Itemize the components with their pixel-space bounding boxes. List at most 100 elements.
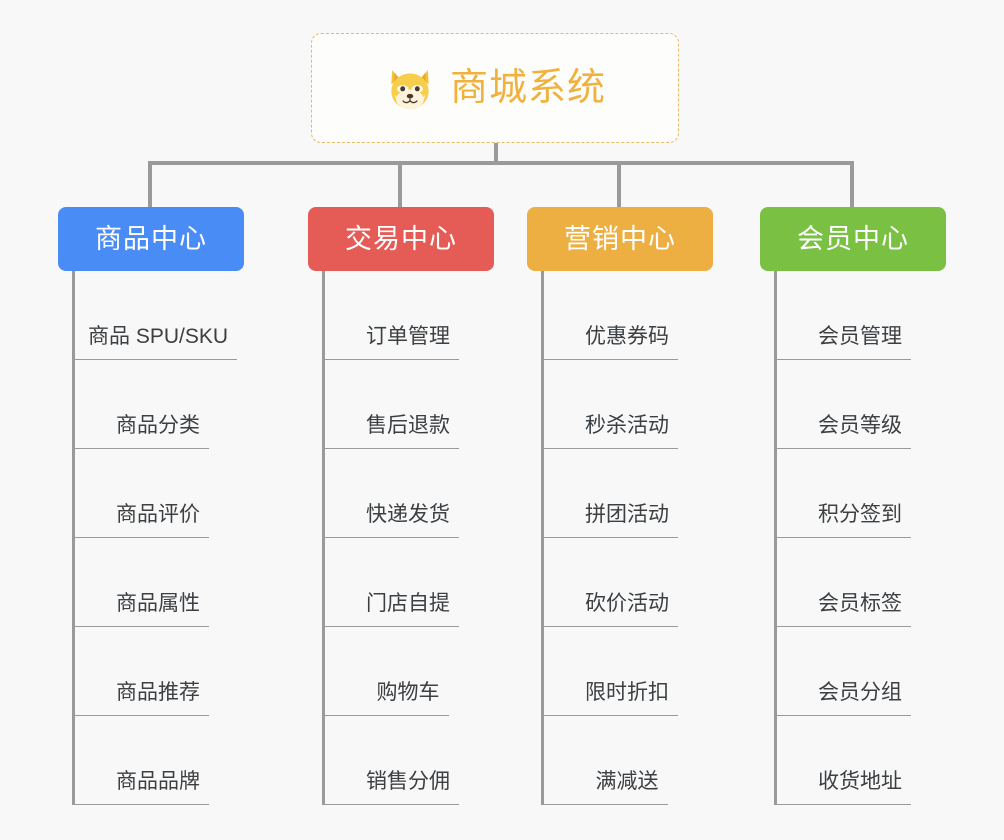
branch-column-3: 营销中心 优惠券码 秒杀活动 拼团活动 砍价活动 限时折扣 满减送 bbox=[527, 207, 713, 805]
leaf-underline bbox=[322, 537, 459, 538]
leaf-list-1: 商品 SPU/SKU 商品分类 商品评价 商品属性 商品推荐 商品品牌 bbox=[58, 271, 244, 805]
leaf-label: 商品品牌 bbox=[116, 770, 200, 793]
root-title: 商城系统 bbox=[449, 67, 606, 109]
list-item[interactable]: 满减送 bbox=[527, 716, 713, 805]
list-item[interactable]: 限时折扣 bbox=[527, 627, 713, 716]
leaf-underline bbox=[774, 537, 911, 538]
leaf-label: 会员标签 bbox=[818, 592, 902, 615]
leaf-label: 门店自提 bbox=[366, 592, 450, 615]
connector-horizontal-bar bbox=[148, 161, 854, 165]
leaf-label: 拼团活动 bbox=[585, 503, 669, 526]
leaf-underline bbox=[72, 537, 209, 538]
leaf-label: 售后退款 bbox=[366, 414, 450, 437]
leaf-label: 商品分类 bbox=[116, 414, 200, 437]
list-item[interactable]: 门店自提 bbox=[308, 538, 494, 627]
connector-drop-3 bbox=[617, 161, 621, 207]
list-item[interactable]: 商品属性 bbox=[58, 538, 244, 627]
list-item[interactable]: 商品 SPU/SKU bbox=[58, 271, 244, 360]
leaf-label: 商品评价 bbox=[116, 503, 200, 526]
connector-drop-1 bbox=[148, 161, 152, 207]
leaf-label: 商品推荐 bbox=[116, 681, 200, 704]
leaf-underline bbox=[322, 359, 459, 360]
leaf-underline bbox=[541, 804, 668, 805]
leaf-underline bbox=[774, 448, 911, 449]
leaf-underline bbox=[774, 715, 911, 716]
list-item[interactable]: 秒杀活动 bbox=[527, 360, 713, 449]
leaf-label: 收货地址 bbox=[818, 770, 902, 793]
branch-header-2[interactable]: 交易中心 bbox=[308, 207, 494, 271]
leaf-underline bbox=[322, 448, 459, 449]
leaf-label: 订单管理 bbox=[366, 325, 450, 348]
list-item[interactable]: 收货地址 bbox=[760, 716, 946, 805]
root-node-mall-system[interactable]: 商城系统 bbox=[311, 33, 679, 143]
list-item[interactable]: 拼团活动 bbox=[527, 449, 713, 538]
leaf-list-4: 会员管理 会员等级 积分签到 会员标签 会员分组 收货地址 bbox=[760, 271, 946, 805]
shiba-dog-icon bbox=[391, 70, 429, 113]
leaf-label: 会员分组 bbox=[818, 681, 902, 704]
branch-header-4[interactable]: 会员中心 bbox=[760, 207, 946, 271]
leaf-underline bbox=[72, 715, 209, 716]
leaf-underline bbox=[322, 715, 449, 716]
branch-spine-2 bbox=[322, 271, 325, 805]
list-item[interactable]: 优惠券码 bbox=[527, 271, 713, 360]
list-item[interactable]: 商品品牌 bbox=[58, 716, 244, 805]
leaf-label: 会员等级 bbox=[818, 414, 902, 437]
leaf-underline bbox=[72, 448, 209, 449]
branch-column-1: 商品中心 商品 SPU/SKU 商品分类 商品评价 商品属性 商品推荐 商品品牌 bbox=[58, 207, 244, 805]
leaf-underline bbox=[322, 626, 459, 627]
leaf-underline bbox=[774, 359, 911, 360]
leaf-label: 积分签到 bbox=[818, 503, 902, 526]
list-item[interactable]: 商品推荐 bbox=[58, 627, 244, 716]
branch-spine-1 bbox=[72, 271, 75, 805]
list-item[interactable]: 商品分类 bbox=[58, 360, 244, 449]
leaf-underline bbox=[322, 804, 459, 805]
leaf-underline bbox=[541, 448, 678, 449]
list-item[interactable]: 会员标签 bbox=[760, 538, 946, 627]
list-item[interactable]: 砍价活动 bbox=[527, 538, 713, 627]
list-item[interactable]: 会员分组 bbox=[760, 627, 946, 716]
leaf-label: 商品 SPU/SKU bbox=[87, 325, 229, 348]
leaf-label: 优惠券码 bbox=[585, 325, 669, 348]
branch-header-2-label: 交易中心 bbox=[345, 223, 457, 254]
leaf-label: 砍价活动 bbox=[585, 592, 669, 615]
leaf-list-3: 优惠券码 秒杀活动 拼团活动 砍价活动 限时折扣 满减送 bbox=[527, 271, 713, 805]
branch-spine-4 bbox=[774, 271, 777, 805]
branch-header-3-label: 营销中心 bbox=[564, 223, 676, 254]
leaf-list-2: 订单管理 售后退款 快递发货 门店自提 购物车 销售分佣 bbox=[308, 271, 494, 805]
leaf-label: 满减送 bbox=[595, 770, 659, 793]
leaf-underline bbox=[774, 804, 911, 805]
branch-column-2: 交易中心 订单管理 售后退款 快递发货 门店自提 购物车 销售分佣 bbox=[308, 207, 494, 805]
list-item[interactable]: 会员等级 bbox=[760, 360, 946, 449]
list-item[interactable]: 快递发货 bbox=[308, 449, 494, 538]
list-item[interactable]: 积分签到 bbox=[760, 449, 946, 538]
leaf-underline bbox=[72, 626, 209, 627]
leaf-label: 快递发货 bbox=[366, 503, 450, 526]
branch-header-1[interactable]: 商品中心 bbox=[58, 207, 244, 271]
list-item[interactable]: 会员管理 bbox=[760, 271, 946, 360]
leaf-underline bbox=[72, 359, 237, 360]
leaf-label: 限时折扣 bbox=[585, 681, 669, 704]
leaf-label: 秒杀活动 bbox=[585, 414, 669, 437]
leaf-underline bbox=[541, 359, 678, 360]
leaf-underline bbox=[72, 804, 209, 805]
list-item[interactable]: 销售分佣 bbox=[308, 716, 494, 805]
leaf-underline bbox=[774, 626, 911, 627]
branch-header-3[interactable]: 营销中心 bbox=[527, 207, 713, 271]
leaf-label: 商品属性 bbox=[116, 592, 200, 615]
list-item[interactable]: 订单管理 bbox=[308, 271, 494, 360]
list-item[interactable]: 售后退款 bbox=[308, 360, 494, 449]
connector-root-stem bbox=[494, 143, 498, 165]
leaf-underline bbox=[541, 715, 678, 716]
branch-column-4: 会员中心 会员管理 会员等级 积分签到 会员标签 会员分组 收货地址 bbox=[760, 207, 946, 805]
list-item[interactable]: 商品评价 bbox=[58, 449, 244, 538]
list-item[interactable]: 购物车 bbox=[308, 627, 494, 716]
leaf-underline bbox=[541, 537, 678, 538]
connector-drop-2 bbox=[398, 161, 402, 207]
leaf-underline bbox=[541, 626, 678, 627]
leaf-label: 购物车 bbox=[376, 681, 440, 704]
connector-drop-4 bbox=[850, 161, 854, 207]
leaf-label: 销售分佣 bbox=[366, 770, 450, 793]
branch-spine-3 bbox=[541, 271, 544, 805]
branch-header-4-label: 会员中心 bbox=[797, 223, 909, 254]
